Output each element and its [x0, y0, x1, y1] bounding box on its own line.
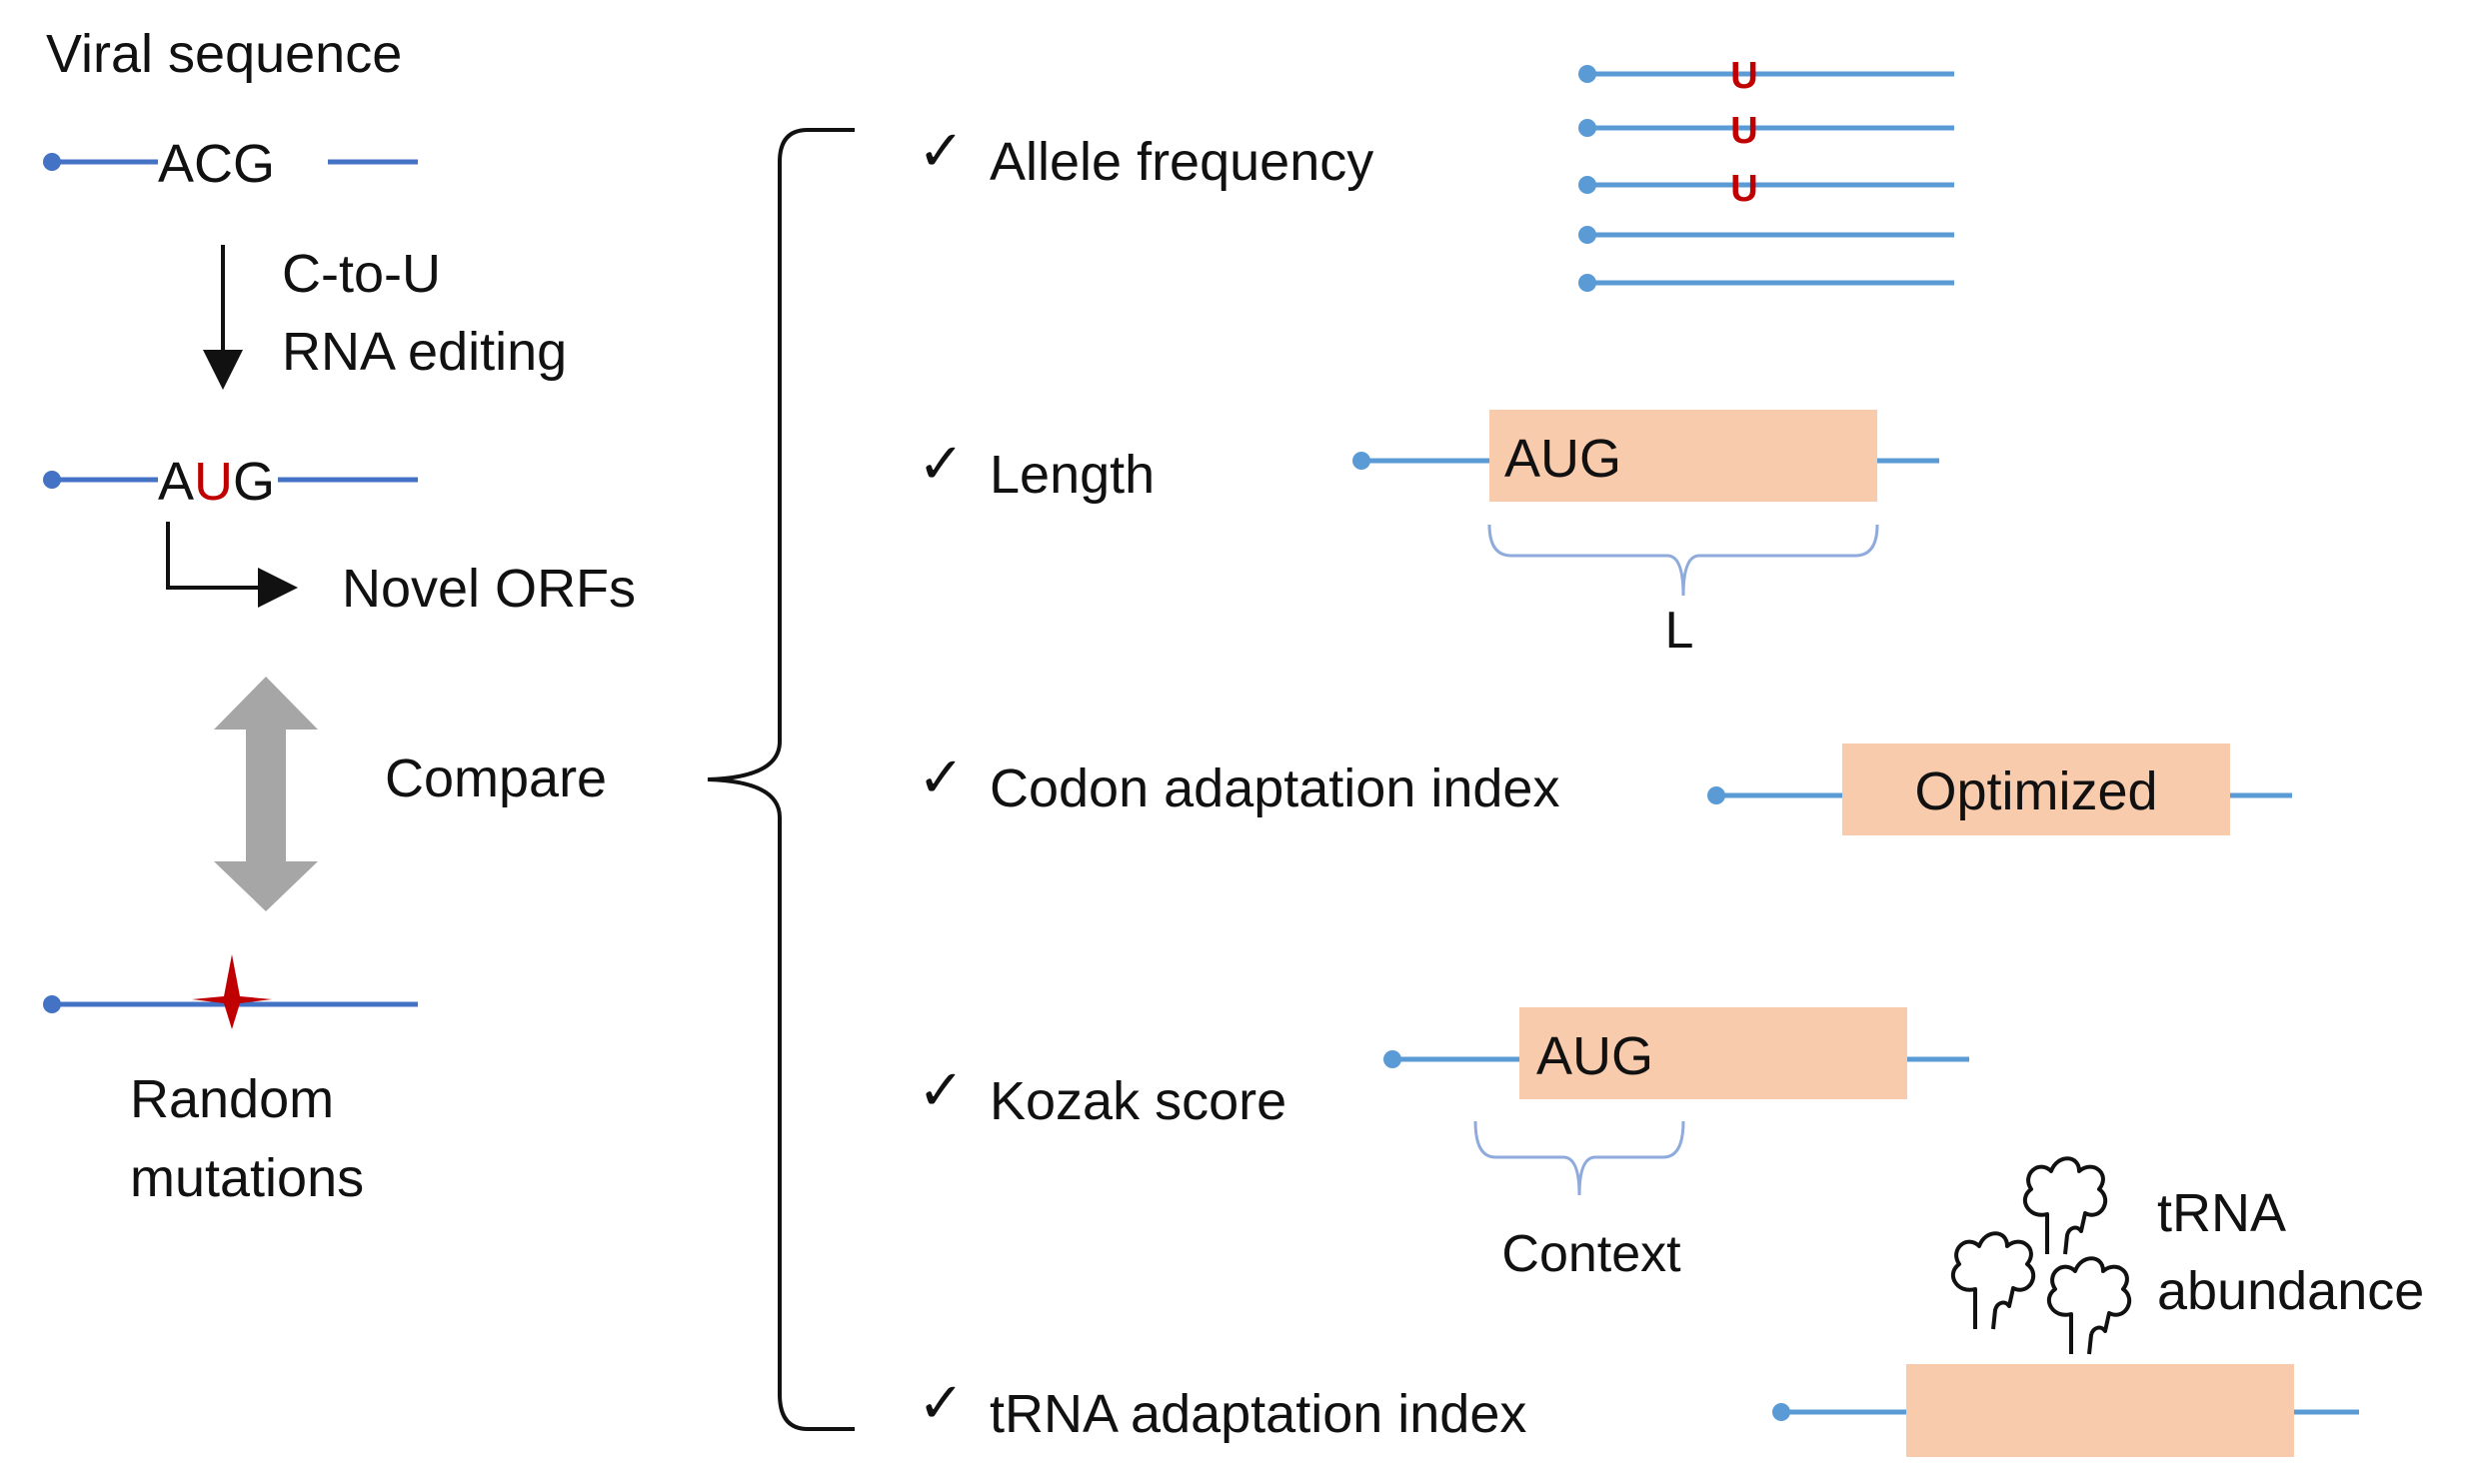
trna-illustration: tRNA abundance: [1772, 1156, 2424, 1457]
length-illustration: AUG L: [1352, 410, 1939, 660]
feature-allele-frequency: Allele frequency: [990, 132, 1373, 192]
check-icon: ✓: [918, 1058, 965, 1121]
compare-double-arrow: [214, 677, 318, 911]
kozak-illustration: AUG Context: [1383, 1007, 1969, 1283]
codon-acg-label: ACG: [158, 134, 275, 194]
check-icon: ✓: [918, 432, 965, 495]
transcript-dot: [1352, 452, 1370, 470]
novel-orfs-label: Novel ORFs: [342, 559, 636, 619]
codon-highlight: [158, 462, 278, 498]
transcript-dot: [1772, 1403, 1790, 1421]
read-dot: [1578, 65, 1596, 83]
check-icon: ✓: [918, 119, 965, 182]
sequence-start-dot: [43, 471, 61, 489]
read-dot: [1578, 226, 1596, 244]
orf-box: [1906, 1364, 2294, 1457]
orf-box: [1519, 1007, 1907, 1099]
orf-box: [1489, 410, 1877, 502]
feature-kozak-score: Kozak score: [990, 1071, 1286, 1131]
feature-length: Length: [990, 445, 1155, 505]
trna-abundance-line1: tRNA: [2157, 1183, 2286, 1243]
sequence-start-dot: [43, 995, 61, 1013]
codon-highlight: [158, 144, 328, 180]
codon-g: G: [233, 452, 275, 512]
orf-box-label: AUG: [1536, 1026, 1653, 1086]
editing-label-line2: RNA editing: [282, 322, 567, 382]
sequence-acg: ACG: [43, 134, 418, 194]
context-label: Context: [1501, 1225, 1681, 1283]
u-mark: U: [1730, 110, 1757, 152]
brace-bracket: [707, 128, 855, 1431]
optimized-box-label: Optimized: [1914, 761, 2157, 821]
sequence-aug: AUG: [43, 452, 418, 512]
check-icon: ✓: [918, 745, 965, 808]
context-brace: [1473, 1120, 1685, 1196]
compare-label: Compare: [385, 748, 607, 808]
novel-orfs-arrow: [166, 522, 298, 608]
sequence-start-dot: [43, 153, 61, 171]
trna-icon: [1951, 1231, 2035, 1330]
viral-sequence-title: Viral sequence: [46, 24, 402, 84]
feature-codon-adaptation-index: Codon adaptation index: [990, 758, 1559, 818]
trna-icon: [2047, 1256, 2131, 1355]
allele-frequency-reads: U U U: [1578, 55, 1954, 292]
transcript-dot: [1707, 786, 1725, 804]
editing-label-line1: C-to-U: [282, 244, 441, 304]
sequence-random: [43, 954, 418, 1029]
mutation-star-icon: [192, 954, 272, 1029]
read-dot: [1578, 274, 1596, 292]
length-brace: [1487, 524, 1879, 597]
trna-abundance-line2: abundance: [2157, 1261, 2424, 1321]
length-brace-label: L: [1665, 602, 1694, 660]
codon-edited-u: U: [194, 452, 233, 512]
transcript-dot: [1383, 1050, 1401, 1068]
check-icon: ✓: [918, 1371, 965, 1434]
u-mark: U: [1730, 168, 1757, 210]
optimized-box: [1842, 743, 2230, 835]
orf-box-label: AUG: [1504, 429, 1621, 489]
random-mutations-line2: mutations: [130, 1148, 364, 1208]
u-mark: U: [1730, 55, 1757, 97]
read-dot: [1578, 176, 1596, 194]
codon-adaptation-illustration: Optimized: [1707, 743, 2292, 835]
feature-trna-adaptation-index: tRNA adaptation index: [990, 1384, 1526, 1444]
codon-aug-label: AUG: [158, 452, 275, 512]
read-dot: [1578, 119, 1596, 137]
codon-a: A: [158, 452, 194, 512]
random-mutations-line1: Random: [130, 1069, 334, 1129]
trna-icon: [2023, 1156, 2107, 1255]
